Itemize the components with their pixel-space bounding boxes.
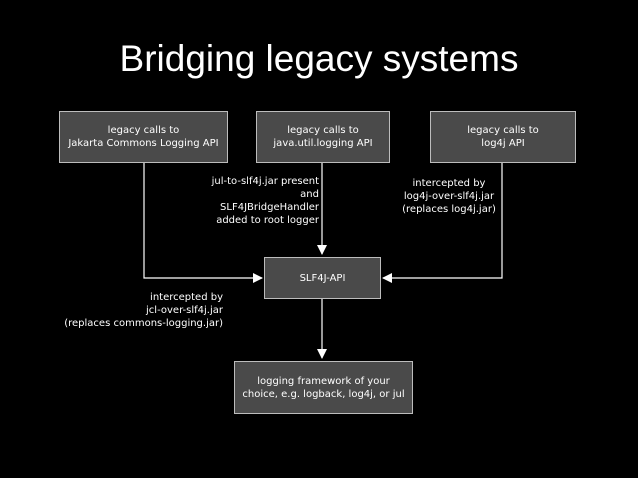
slf4j-api-box: SLF4J-API	[264, 257, 381, 299]
jcl-box-line2: Jakarta Commons Logging API	[68, 138, 219, 149]
connector-log4j-to-slf4j	[382, 163, 503, 283]
jul-note-line2: and	[300, 189, 319, 200]
slide-title: Bridging legacy systems	[119, 38, 519, 79]
log4j-box-line2: log4j API	[481, 138, 525, 149]
connector-jcl-to-slf4j	[143, 163, 263, 283]
log4j-note-line2: log4j-over-slf4j.jar	[403, 191, 495, 202]
jul-bridge-note: jul-to-slf4j.jar present and SLF4JBridge…	[212, 175, 319, 227]
log4j-note-line1: intercepted by	[412, 178, 486, 189]
jcl-box-line1: legacy calls to	[107, 125, 180, 136]
log4j-legacy-box: legacy calls to log4j API	[430, 111, 576, 163]
jcl-note-line2: jcl-over-slf4j.jar	[146, 305, 223, 316]
log4j-bridge-note: intercepted by log4j-over-slf4j.jar (rep…	[389, 177, 509, 216]
jcl-legacy-box: legacy calls to Jakarta Commons Logging …	[59, 111, 228, 163]
slf4j-box-label: SLF4J-API	[299, 272, 346, 284]
jul-box-line2: java.util.logging API	[273, 138, 373, 149]
framework-box-line1: logging framework of your	[257, 375, 390, 387]
jul-note-line4: added to root logger	[216, 215, 319, 226]
logging-framework-box: logging framework of your choice, e.g. l…	[234, 361, 413, 414]
log4j-note-line3: (replaces log4j.jar)	[402, 204, 496, 215]
jul-note-line3: SLF4JBridgeHandler	[220, 202, 319, 213]
log4j-box-line1: legacy calls to	[467, 125, 539, 136]
jul-note-line1: jul-to-slf4j.jar present	[211, 176, 319, 187]
jcl-bridge-note: intercepted by jcl-over-slf4j.jar (repla…	[64, 291, 223, 330]
jul-box-line1: legacy calls to	[287, 125, 359, 136]
jcl-note-line1: intercepted by	[150, 292, 223, 303]
jul-legacy-box: legacy calls to java.util.logging API	[256, 111, 390, 163]
jcl-note-line3: (replaces commons-logging.jar)	[64, 318, 223, 329]
framework-box-line2: choice, e.g. logback, log4j, or jul	[242, 388, 405, 400]
